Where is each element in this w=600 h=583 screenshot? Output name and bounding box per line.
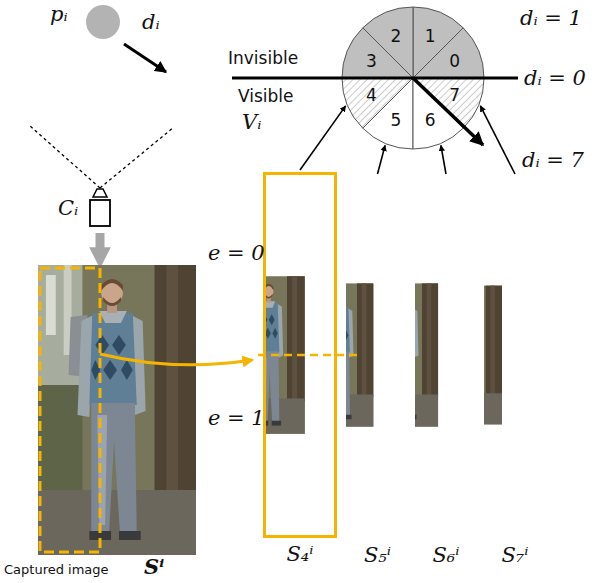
region-label: Invisible xyxy=(228,50,298,67)
visible-set-label: Vᵢ xyxy=(242,112,261,133)
direction-arrow xyxy=(124,44,166,72)
sector-number: 1 xyxy=(425,28,436,45)
capture-arrow xyxy=(96,233,105,258)
strip-caption: S₆ⁱ xyxy=(432,545,459,566)
visibility-divider xyxy=(232,77,518,80)
body-strip: S₇ⁱ xyxy=(484,176,546,534)
direction-sector xyxy=(363,78,413,149)
sector-number: 7 xyxy=(449,87,460,104)
strip-caption: S₄ⁱ xyxy=(286,544,313,565)
sector-number: 3 xyxy=(366,52,377,69)
camera-lens xyxy=(93,189,107,197)
region-label: Visible xyxy=(238,88,294,105)
position-label: pᵢ xyxy=(50,4,68,25)
sector-number: 5 xyxy=(390,111,401,128)
direction-value: dᵢ = 1 xyxy=(520,8,582,29)
crop-box xyxy=(40,268,100,552)
strip-caption: S₇ⁱ xyxy=(501,545,528,566)
camera-body xyxy=(90,200,110,226)
sector-number: 2 xyxy=(390,28,401,45)
direction-sector xyxy=(413,78,484,128)
direction-label: dᵢ xyxy=(142,12,160,33)
strip-photo xyxy=(484,176,546,534)
direction-arrow xyxy=(413,78,483,145)
split-line xyxy=(258,354,360,357)
view-connector xyxy=(300,106,346,170)
direction-value: dᵢ = 0 xyxy=(524,68,586,89)
view-connector xyxy=(441,145,446,174)
person-position xyxy=(86,5,120,39)
part-index: e = 0 xyxy=(208,243,265,264)
image-caption: Captured image xyxy=(4,563,109,576)
strip-photo xyxy=(415,176,477,534)
direction-sector xyxy=(342,28,413,78)
strip-caption: S₅ⁱ xyxy=(364,545,391,566)
part-index: e = 1 xyxy=(208,408,265,429)
sector-number: 4 xyxy=(366,87,377,104)
view-connector xyxy=(378,145,386,174)
view-connector xyxy=(480,106,515,174)
captured-photo xyxy=(38,265,196,555)
direction-sector xyxy=(413,7,463,78)
sector-number: 0 xyxy=(449,52,460,69)
crop-arrow xyxy=(100,354,252,365)
body-strip: S₆ⁱ xyxy=(415,176,477,534)
sector-number: 6 xyxy=(425,111,436,128)
image-symbol: Sⁱ xyxy=(144,556,164,577)
camera-label: Cᵢ xyxy=(58,198,78,219)
view-line xyxy=(100,127,174,188)
direction-value: dᵢ = 7 xyxy=(522,150,584,171)
view-line xyxy=(30,126,100,188)
